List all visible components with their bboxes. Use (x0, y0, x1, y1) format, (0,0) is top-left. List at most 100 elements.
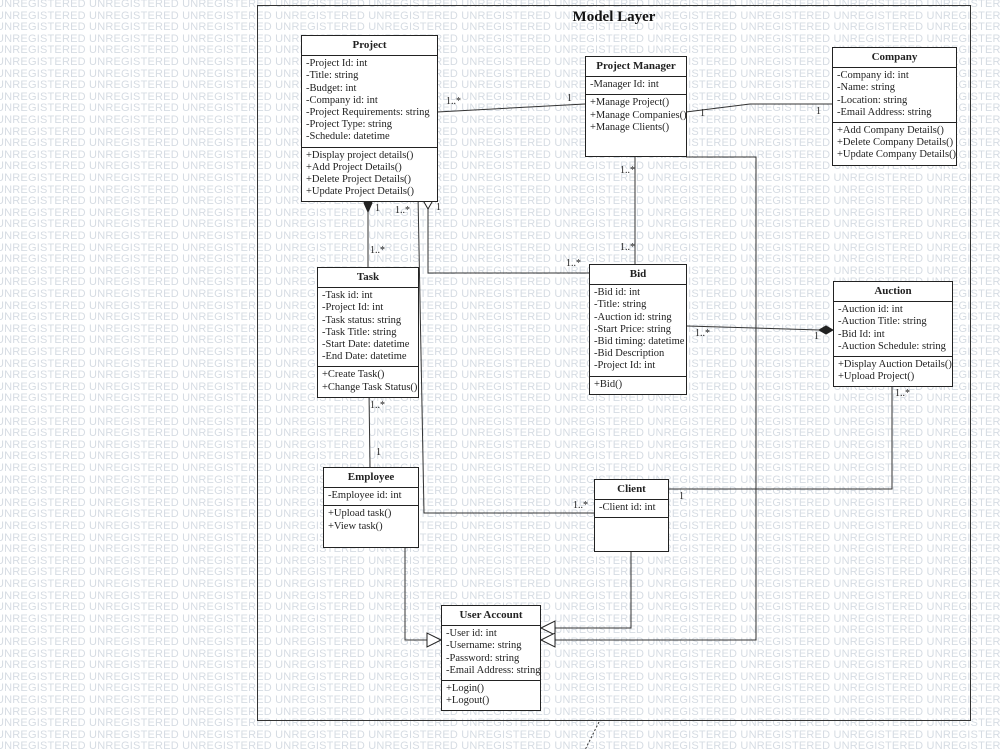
attribute-row: -Bid Description (594, 348, 665, 360)
attribute-row: -Budget: int (306, 82, 357, 94)
model-layer-frame (257, 5, 971, 721)
attribute-row: -User id: int (446, 628, 497, 640)
watermark-line: UNREGISTERED UNREGISTERED UNREGISTERED U… (0, 346, 1000, 358)
attribute-row: -Name: string (837, 82, 896, 94)
attribute-row: -Project Id: int (306, 58, 368, 70)
attribute-row: -Task id: int (322, 290, 373, 302)
watermark-line: UNREGISTERED UNREGISTERED UNREGISTERED U… (0, 32, 1000, 45)
attribute-row: -Project Id: int (322, 302, 384, 314)
attribute-row: -Company id: int (837, 70, 909, 82)
watermark-line: UNREGISTERED UNREGISTERED UNREGISTERED U… (0, 427, 1000, 440)
watermark-line: UNREGISTERED UNREGISTERED UNREGISTERED U… (0, 369, 1000, 382)
attributes-section: -Employee id: int (324, 488, 418, 507)
watermark-line: UNREGISTERED UNREGISTERED UNREGISTERED U… (0, 206, 1000, 219)
mult-label: 1..* (566, 258, 581, 269)
attributes-section: -Auction id: int-Auction Title: string-B… (834, 302, 952, 358)
class-client[interactable]: Client-Client id: int (594, 479, 669, 552)
edge-project-pm (436, 103, 586, 113)
attribute-row: -Task Title: string (322, 326, 397, 338)
mult-label: 1 (816, 106, 821, 117)
edge-pm-useraccount (555, 156, 757, 641)
attribute-row: -Employee id: int (328, 490, 402, 502)
watermark-line: UNREGISTERED UNREGISTERED UNREGISTERED U… (0, 415, 1000, 428)
class-name: Project (302, 36, 437, 57)
mult-label: 1..* (370, 400, 385, 411)
methods-section: +Bid() (590, 377, 686, 394)
methods-section: +Upload task()+View task() (324, 506, 418, 535)
watermark-line: UNREGISTERED UNREGISTERED UNREGISTERED U… (0, 195, 1000, 208)
class-employee[interactable]: Employee-Employee id: int +Upload task()+… (323, 467, 419, 548)
watermark-line: UNREGISTERED UNREGISTERED UNREGISTERED U… (0, 450, 1000, 463)
edge-employee-useraccount (404, 547, 428, 641)
mult-label: 1 (436, 202, 441, 213)
attribute-row: -Project Requirements: string (306, 107, 430, 119)
attribute-row: -Auction id: string (594, 311, 672, 323)
watermark-line: UNREGISTERED UNREGISTERED UNREGISTERED U… (0, 125, 1000, 138)
mult-label: 1 (814, 331, 819, 342)
watermark-line: UNREGISTERED UNREGISTERED UNREGISTERED U… (0, 589, 1000, 602)
watermark-line: UNREGISTERED UNREGISTERED UNREGISTERED U… (0, 740, 1000, 750)
watermark-line: UNREGISTERED UNREGISTERED UNREGISTERED U… (0, 160, 1000, 173)
attributes-section: -Company id: int-Name: string-Location: … (833, 68, 956, 124)
attribute-row: -Bid id: int (594, 287, 641, 299)
method-row: +Display Auction Details() (838, 359, 952, 371)
method-row: +Manage Clients() (590, 121, 670, 133)
watermark-line: UNREGISTERED UNREGISTERED UNREGISTERED U… (0, 334, 1000, 347)
mult-label: 1 (700, 108, 705, 119)
attribute-row: -Auction id: int (838, 304, 903, 316)
edge-bid-auction (686, 325, 821, 331)
watermark-line: UNREGISTERED UNREGISTERED UNREGISTERED U… (0, 357, 1000, 370)
watermark-line: UNREGISTERED UNREGISTERED UNREGISTERED U… (0, 566, 1000, 579)
class-project-manager[interactable]: Project Manager-Manager Id: int+Manage P… (585, 56, 687, 157)
class-auction[interactable]: Auction-Auction id: int-Auction Title: s… (833, 281, 953, 388)
mult-label: 1..* (620, 242, 635, 253)
watermark-line: UNREGISTERED UNREGISTERED UNREGISTERED U… (0, 728, 1000, 741)
watermark-line: UNREGISTERED UNREGISTERED UNREGISTERED U… (0, 543, 1000, 556)
watermark-line: UNREGISTERED UNREGISTERED UNREGISTERED U… (0, 79, 1000, 92)
methods-section: +Create Task()+Change Task Status() (318, 367, 418, 396)
watermark-line: UNREGISTERED UNREGISTERED UNREGISTERED U… (0, 241, 1000, 254)
mult-label: 1 (567, 93, 572, 104)
methods-section (595, 518, 668, 523)
method-row: +Upload task() (328, 508, 392, 520)
watermark-line: UNREGISTERED UNREGISTERED UNREGISTERED U… (0, 520, 1000, 532)
watermark-line: UNREGISTERED UNREGISTERED UNREGISTERED U… (0, 218, 1000, 231)
attribute-row: -Start Price: string (594, 323, 671, 335)
method-row: +Update Company Details() (837, 149, 957, 161)
method-row: +Change Task Status() (322, 381, 418, 393)
method-row: +Display project details() (306, 149, 414, 161)
method-row: +Delete Project Details() (306, 174, 412, 186)
dotted-connector (584, 721, 600, 750)
attribute-row: -Schedule: datetime (306, 131, 390, 143)
methods-section: +Login()+Logout() (442, 681, 540, 710)
watermark-line: UNREGISTERED UNREGISTERED UNREGISTERED U… (0, 380, 1000, 393)
mult-label: 1..* (695, 328, 710, 339)
class-task[interactable]: Task-Task id: int-Project Id: int-Task s… (317, 267, 419, 398)
class-project[interactable]: Project-Project Id: int-Title: string-Bu… (301, 35, 438, 203)
class-bid[interactable]: Bid-Bid id: int-Title: string-Auction id… (589, 264, 687, 395)
generalization-arrow-employee (426, 632, 443, 648)
class-name: Employee (324, 468, 418, 489)
watermark-line: UNREGISTERED UNREGISTERED UNREGISTERED U… (0, 311, 1000, 324)
method-row: +Delete Company Details() (837, 137, 954, 149)
watermark-line: UNREGISTERED UNREGISTERED UNREGISTERED U… (0, 438, 1000, 451)
class-user-account[interactable]: User Account-User id: int-Username: stri… (441, 605, 541, 712)
watermark-line: UNREGISTERED UNREGISTERED UNREGISTERED U… (0, 392, 1000, 405)
watermark-line: UNREGISTERED UNREGISTERED UNREGISTERED U… (0, 578, 1000, 590)
watermark-line: UNREGISTERED UNREGISTERED UNREGISTERED U… (0, 56, 1000, 68)
edge-task-employee (368, 391, 371, 468)
attribute-row: -Title: string (594, 299, 647, 311)
mult-label: 1 (375, 203, 380, 214)
watermark-line: UNREGISTERED UNREGISTERED UNREGISTERED U… (0, 473, 1000, 486)
watermark-line: UNREGISTERED UNREGISTERED UNREGISTERED U… (0, 705, 1000, 718)
class-name: User Account (442, 606, 540, 627)
watermark-line: UNREGISTERED UNREGISTERED UNREGISTERED U… (0, 67, 1000, 80)
watermark-line: UNREGISTERED UNREGISTERED UNREGISTERED U… (0, 496, 1000, 509)
attribute-row: -Client id: int (599, 502, 656, 514)
attribute-row: -Email Address: string (837, 106, 932, 118)
frame-title: Model Layer (572, 9, 656, 25)
watermark-line: UNREGISTERED UNREGISTERED UNREGISTERED U… (0, 21, 1000, 34)
class-company[interactable]: Company-Company id: int-Name: string-Loc… (832, 47, 957, 166)
attribute-row: -Password: string (446, 652, 520, 664)
